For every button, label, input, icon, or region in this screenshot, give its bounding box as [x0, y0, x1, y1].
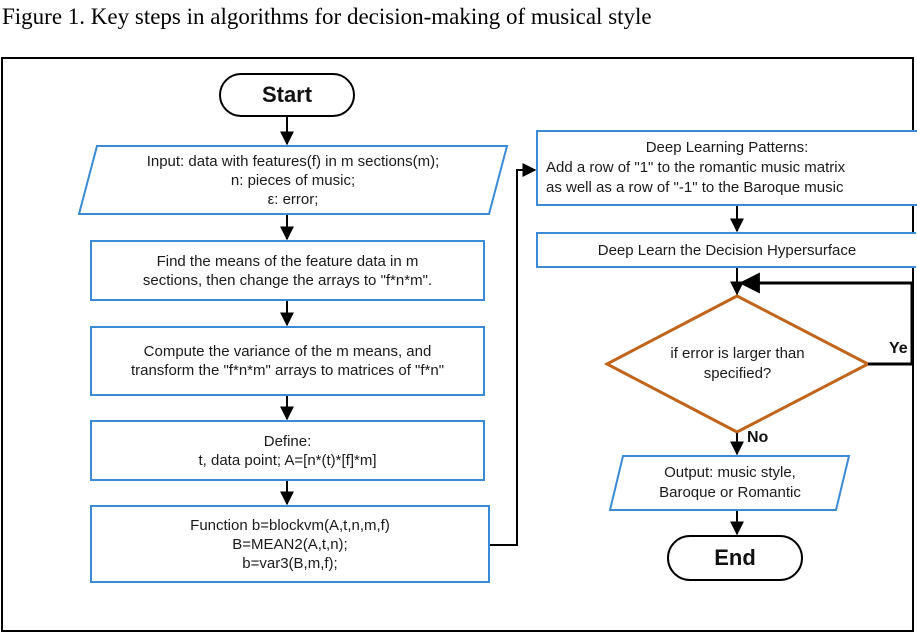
output-line-1: Output: music style,	[664, 464, 796, 481]
decision-line-1: if error is larger than	[670, 345, 805, 362]
figure-caption: Figure 1. Key steps in algorithms for de…	[2, 4, 652, 29]
arrow-function-to-patterns	[490, 163, 537, 546]
deep-learning-patterns-box: Deep Learning Patterns: Add a row of "1"…	[536, 130, 917, 206]
patterns-line-2: Add a row of "1" to the romantic music m…	[546, 159, 846, 176]
input-line-3: ε: error;	[267, 190, 319, 208]
patterns-line-3: as well as a row of "-1" to the Baroque …	[546, 179, 844, 196]
function-box: Function b=blockvm(A,t,n,m,f) B=MEAN2(A,…	[90, 505, 490, 583]
function-line-2: B=MEAN2(A,t,n);	[232, 535, 348, 553]
input-line-1: Input: data with features(f) in m sectio…	[146, 152, 440, 170]
input-text: Input: data with features(f) in m sectio…	[82, 146, 504, 214]
input-line-2: n: pieces of music;	[230, 171, 356, 189]
function-line-1: Function b=blockvm(A,t,n,m,f)	[190, 516, 390, 534]
start-terminal: Start	[219, 73, 355, 117]
compute-variance-box: Compute the variance of the m means, and…	[90, 326, 485, 396]
deep-learn-label: Deep Learn the Decision Hypersurface	[597, 241, 857, 259]
end-label: End	[714, 545, 756, 570]
decision-line-2: specified?	[703, 365, 772, 382]
define-box: Define: t, data point; A=[n*(t)*[f]*m]	[90, 420, 485, 481]
compute-variance-line-1: Compute the variance of the m means, and	[143, 343, 432, 360]
yes-label: Ye	[889, 340, 908, 357]
output-line-2: Baroque or Romantic	[659, 484, 801, 501]
find-means-line-1: Find the means of the feature data in m	[156, 252, 419, 270]
deep-learn-hypersurface-box: Deep Learn the Decision Hypersurface	[536, 232, 916, 268]
compute-variance-line-2: transform the "f*n*m" arrays to matrices…	[130, 362, 445, 379]
function-line-3: b=var3(B,m,f);	[242, 554, 338, 572]
define-line-1: Define:	[263, 432, 312, 450]
decision-text: if error is larger than specified?	[640, 334, 835, 394]
define-line-2: t, data point; A=[n*(t)*[f]*m]	[198, 451, 377, 469]
input-parallelogram	[77, 145, 509, 215]
end-terminal: End	[667, 535, 803, 581]
find-means-box: Find the means of the feature data in m …	[90, 240, 485, 301]
no-label: No	[747, 429, 769, 446]
output-text: Output: music style, Baroque or Romantic	[614, 456, 846, 510]
start-label: Start	[261, 82, 313, 107]
output-parallelogram	[608, 455, 851, 511]
decision-diamond	[603, 294, 872, 434]
arrow-decision-yes-loop	[738, 272, 914, 366]
find-means-line-2: sections, then change the arrays to "f*n…	[142, 271, 433, 289]
patterns-line-1: Deep Learning Patterns:	[645, 139, 809, 156]
